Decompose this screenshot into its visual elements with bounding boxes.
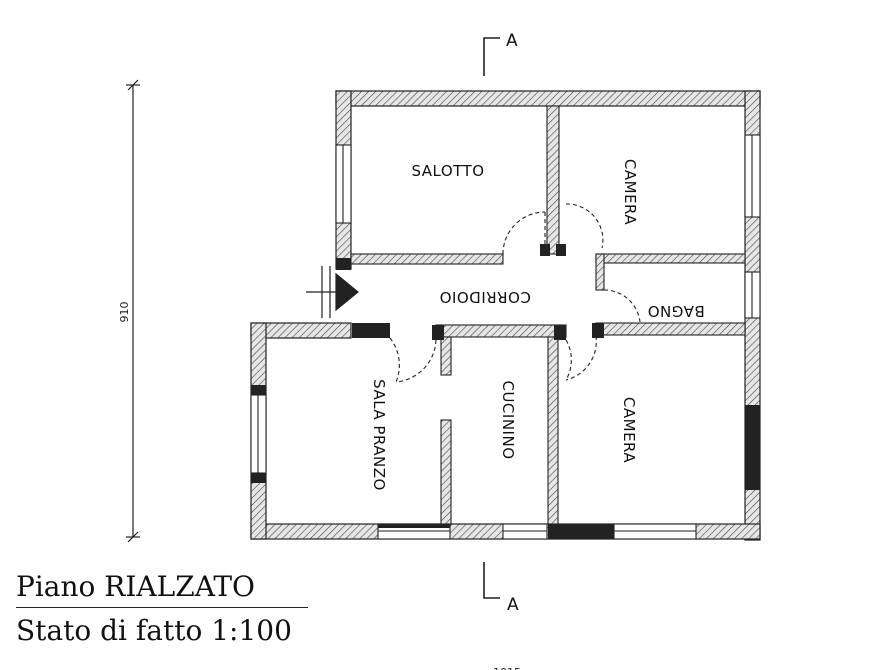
room-label-camera-top: CAMERA xyxy=(621,159,639,225)
dark-wall-segments xyxy=(251,385,760,539)
section-marker-top xyxy=(483,37,500,76)
interior-walls xyxy=(350,105,746,525)
room-label-cucinino: CUCININO xyxy=(499,380,517,459)
dimension-label-height: 910 xyxy=(118,302,131,323)
room-label-bagno: BAGNO xyxy=(647,302,704,320)
room-label-sala-pranzo: SALA PRANZO xyxy=(370,379,388,491)
room-label-salotto: SALOTTO xyxy=(411,162,484,180)
room-label-camera-bottom: CAMERA xyxy=(620,397,638,463)
caption-state-scale: Stato di fatto 1:100 xyxy=(16,614,292,647)
caption-underline xyxy=(16,607,308,608)
section-label-bottom: A xyxy=(507,595,519,615)
section-label-top: A xyxy=(506,31,518,51)
dimension-line-vertical xyxy=(126,79,140,543)
windows xyxy=(250,134,761,540)
door-swings xyxy=(389,203,641,383)
caption-floor: Piano RIALZATO xyxy=(16,570,256,603)
entrance-steps xyxy=(306,266,359,318)
section-marker-bottom xyxy=(483,562,500,599)
room-label-corridoio: CORRIDOIO xyxy=(439,288,531,306)
dimension-label-width: 1015 xyxy=(493,666,521,670)
